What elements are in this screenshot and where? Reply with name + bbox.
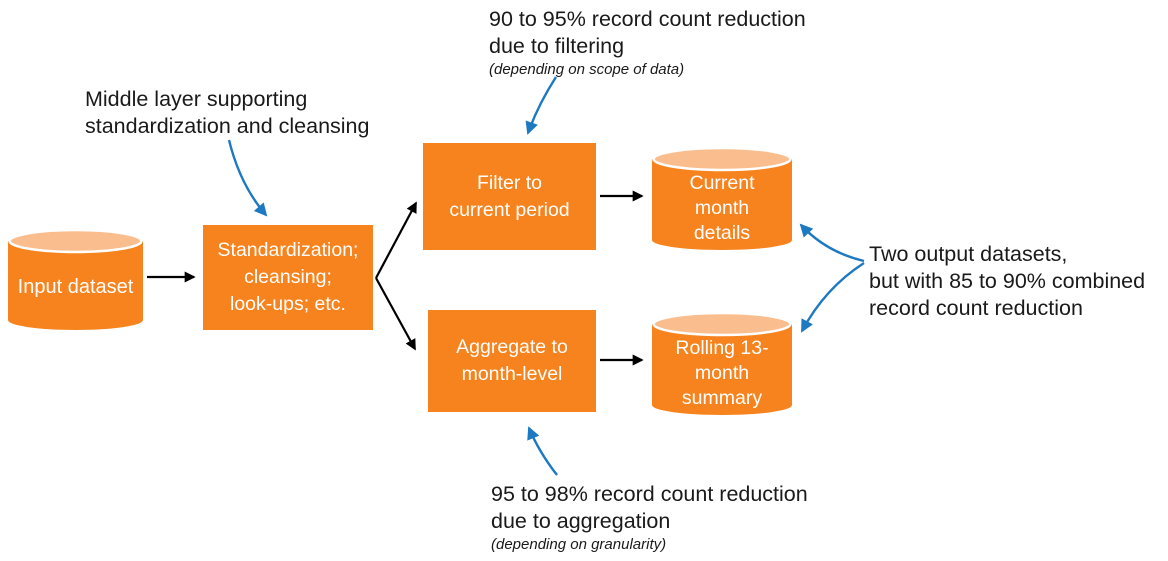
rolling-13-month-summary-label: Rolling 13- month summary bbox=[652, 312, 792, 415]
arrow-outputs-note-lower bbox=[800, 261, 865, 333]
annotation-middle-layer: Middle layer supporting standardization … bbox=[85, 86, 369, 140]
label-line: details bbox=[693, 222, 751, 244]
label-line: Input dataset bbox=[17, 276, 134, 298]
aggregate-box: Aggregate to month-level bbox=[428, 310, 596, 412]
label-line: current period bbox=[449, 198, 570, 221]
label-line: Aggregate to bbox=[456, 336, 568, 358]
annotation-line: but with 85 to 90% combined bbox=[869, 269, 1146, 293]
rolling-13-month-summary-cylinder: Rolling 13- month summary bbox=[652, 311, 792, 415]
annotation-two-output-datasets: Two output datasets, but with 85 to 90% … bbox=[869, 241, 1145, 322]
annotation-line: 90 to 95% record count reduction bbox=[489, 7, 806, 31]
input-dataset-label: Input dataset bbox=[8, 229, 143, 330]
label-line: Standardization; bbox=[217, 239, 359, 261]
arrow-standardization-to-aggregate bbox=[375, 277, 416, 351]
label-line: Current bbox=[689, 172, 755, 194]
filter-box: Filter to current period bbox=[423, 143, 596, 250]
cylinder-shape bbox=[8, 228, 143, 330]
annotation-note: (depending on granularity) bbox=[491, 536, 667, 553]
arrow-outputs-note-upper bbox=[799, 223, 865, 263]
current-month-details-label: Current month details bbox=[652, 147, 792, 250]
label-line: Rolling 13- bbox=[675, 337, 769, 359]
arrow-filtering-note bbox=[525, 76, 558, 135]
label-line: summary bbox=[681, 387, 763, 409]
annotation-line: due to filtering bbox=[489, 34, 625, 58]
label-line: cleansing; bbox=[244, 266, 332, 288]
label-line: month bbox=[694, 362, 750, 384]
annotation-line: due to aggregation bbox=[491, 509, 671, 533]
label-line: month-level bbox=[461, 363, 563, 385]
annotation-line: record count reduction bbox=[869, 296, 1083, 320]
annotation-note: (depending on scope of data) bbox=[489, 61, 685, 78]
annotation-line: standardization and cleansing bbox=[85, 114, 370, 138]
arrow-standardization-to-filter bbox=[375, 201, 417, 279]
arrow-aggregation-note bbox=[527, 426, 558, 476]
current-month-details-cylinder: Current month details bbox=[652, 146, 792, 250]
standardization-box: Standardization; cleansing; look-ups; et… bbox=[203, 225, 373, 330]
input-dataset-cylinder: Input dataset bbox=[8, 228, 143, 330]
annotation-line: Two output datasets, bbox=[869, 242, 1068, 266]
label-line: month bbox=[694, 197, 750, 219]
cylinder-shape bbox=[652, 311, 792, 415]
label-line: Filter to bbox=[476, 171, 542, 194]
annotation-line: 95 to 98% record count reduction bbox=[491, 482, 808, 506]
cylinder-shape bbox=[652, 146, 792, 250]
annotation-aggregation-reduction: 95 to 98% record count reduction due to … bbox=[491, 481, 808, 555]
label-line: look-ups; etc. bbox=[230, 293, 346, 315]
arrow-middle-layer-note bbox=[227, 139, 268, 217]
annotation-line: Middle layer supporting bbox=[85, 87, 308, 111]
annotation-filtering-reduction: 90 to 95% record count reduction due to … bbox=[489, 6, 806, 80]
